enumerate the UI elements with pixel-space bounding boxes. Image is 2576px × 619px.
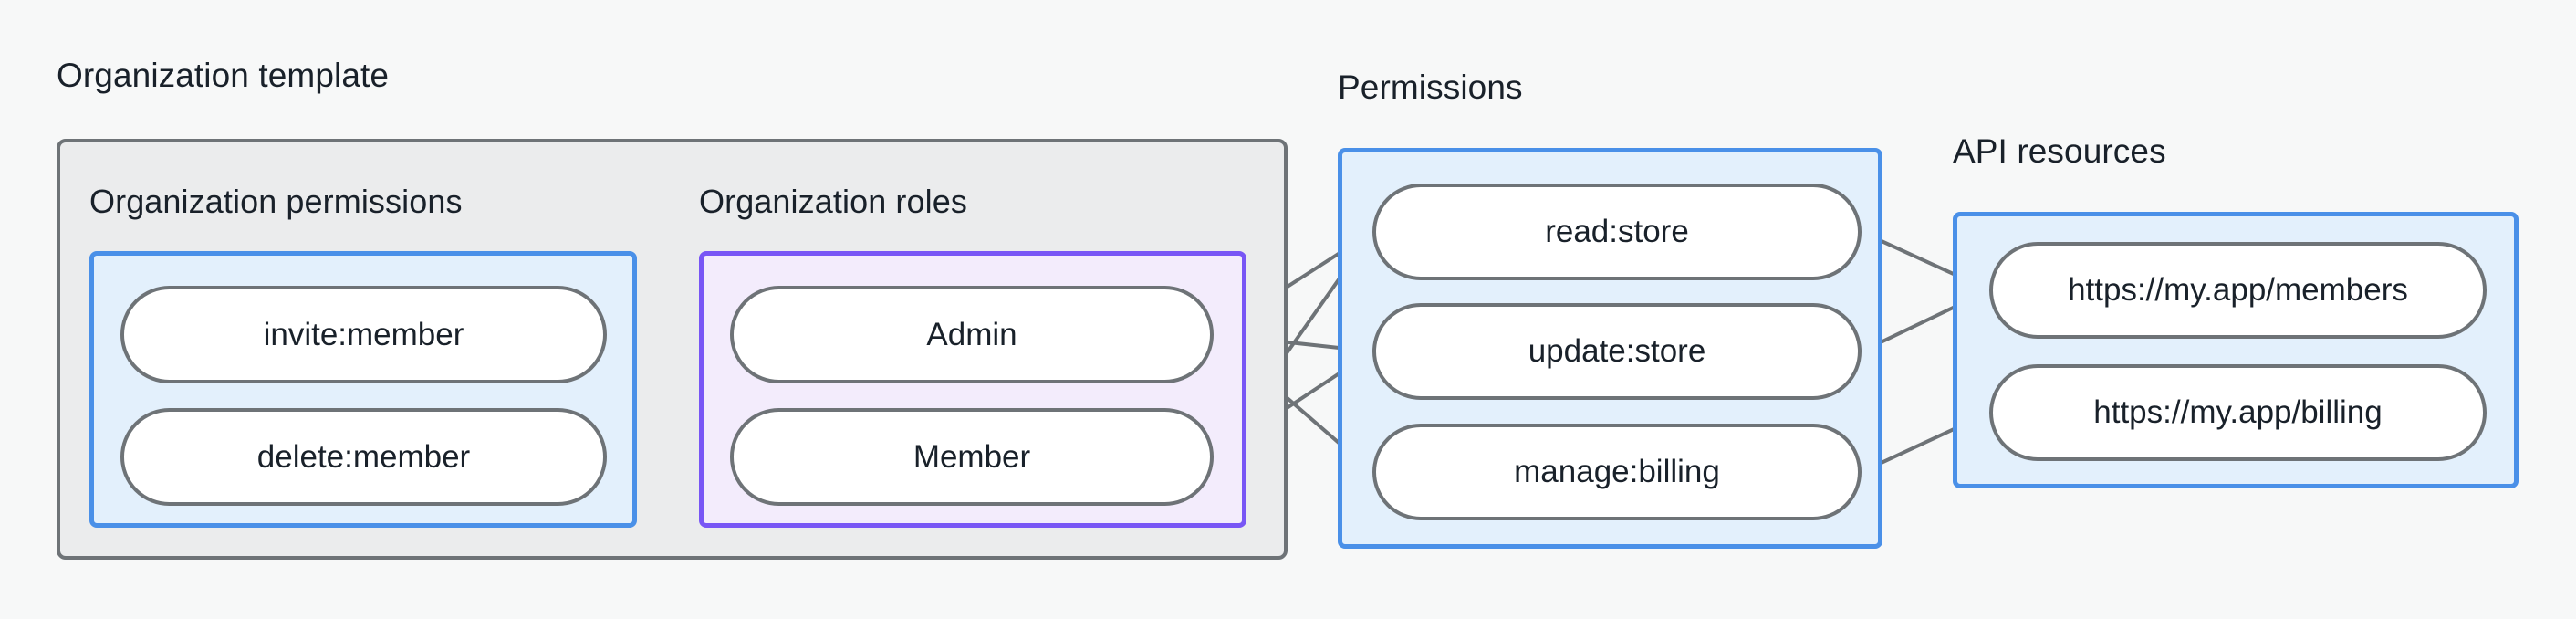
permissions-label: Permissions — [1338, 68, 1523, 106]
node-invite-member[interactable]: invite:member — [120, 286, 607, 383]
node-member[interactable]: Member — [730, 408, 1214, 506]
node-admin-label: Admin — [926, 316, 1017, 352]
organization-template-label: Organization template — [57, 57, 390, 94]
node-billing-endpoint[interactable]: https://my.app/billing — [1989, 364, 2487, 461]
organization-permissions-label: Organization permissions — [89, 183, 463, 220]
node-delete-member-label: delete:member — [256, 438, 471, 475]
api-resources-label: API resources — [1953, 132, 2166, 170]
node-update-store[interactable]: update:store — [1372, 303, 1862, 400]
node-read-store-label: read:store — [1545, 214, 1689, 249]
node-members-endpoint[interactable]: https://my.app/members — [1989, 242, 2487, 339]
node-invite-member-label: invite:member — [263, 316, 464, 352]
node-manage-billing-label: manage:billing — [1514, 454, 1720, 489]
node-admin[interactable]: Admin — [730, 286, 1214, 383]
node-read-store[interactable]: read:store — [1372, 184, 1862, 280]
node-billing-endpoint-label: https://my.app/billing — [2093, 394, 2383, 430]
node-members-endpoint-label: https://my.app/members — [2068, 272, 2408, 308]
node-delete-member[interactable]: delete:member — [120, 408, 607, 506]
organization-roles-label: Organization roles — [699, 183, 967, 220]
node-manage-billing[interactable]: manage:billing — [1372, 424, 1862, 520]
node-member-label: Member — [913, 438, 1031, 475]
node-update-store-label: update:store — [1528, 333, 1706, 369]
